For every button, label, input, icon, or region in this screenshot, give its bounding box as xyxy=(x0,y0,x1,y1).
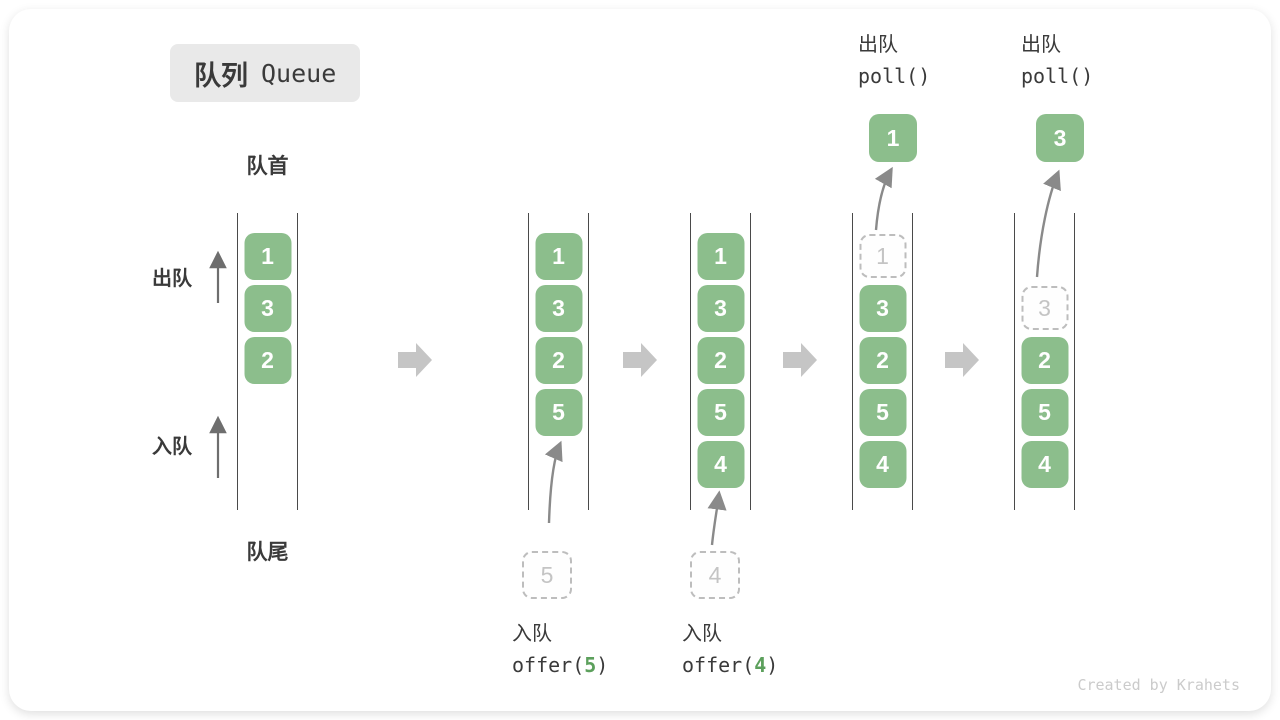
dequeue-op-code: poll() xyxy=(858,64,931,88)
dequeue-op-zh: 出队 xyxy=(858,34,898,56)
queue-cell: 3 xyxy=(859,285,906,332)
queue-state-1: 1 3 2 xyxy=(237,213,298,510)
enqueue-operation-label: 入队 offer(5) xyxy=(512,617,608,677)
queue-cell: 1 xyxy=(244,233,291,280)
queue-cell: 5 xyxy=(1021,389,1068,436)
code-close: ) xyxy=(766,653,779,677)
queue-cell-dashed: 1 xyxy=(859,234,906,278)
queue-cell: 4 xyxy=(1021,441,1068,488)
staged-value-box: 5 xyxy=(522,551,572,599)
queue-cell: 1 xyxy=(535,233,582,280)
queue-cell: 2 xyxy=(1021,337,1068,384)
queue-state-4: 1 3 2 5 4 xyxy=(852,213,913,510)
enqueue-op-code: offer(5) xyxy=(512,653,608,677)
enqueue-operation-label: 入队 offer(4) xyxy=(682,617,778,677)
code-fn: offer( xyxy=(682,653,755,677)
dequeue-operation-label: 出队 poll() xyxy=(858,28,930,88)
queue-cell: 2 xyxy=(697,337,744,384)
queue-front-label: 队首 xyxy=(246,155,289,178)
card-background xyxy=(9,9,1271,711)
queue-state-2: 1 3 2 5 xyxy=(528,213,589,510)
queue-cell: 5 xyxy=(697,389,744,436)
dequeue-side-label: 出队 xyxy=(152,268,192,290)
queue-cell-dashed: 3 xyxy=(1021,286,1068,330)
title-box: 队列 Queue xyxy=(170,44,361,102)
queue-cell: 5 xyxy=(859,389,906,436)
queue-rear-label: 队尾 xyxy=(246,541,289,564)
code-close: ) xyxy=(596,653,609,677)
queue-cell: 3 xyxy=(535,285,582,332)
enqueue-op-code: offer(4) xyxy=(682,653,778,677)
queue-cell: 4 xyxy=(697,441,744,488)
title-en-label: Queue xyxy=(261,58,337,88)
polled-value-box: 1 xyxy=(869,114,917,162)
enqueue-side-label: 入队 xyxy=(152,436,192,458)
dequeue-operation-label: 出队 poll() xyxy=(1021,28,1093,88)
queue-cell: 3 xyxy=(244,285,291,332)
queue-state-3: 1 3 2 5 4 xyxy=(690,213,751,510)
queue-cell: 5 xyxy=(535,389,582,436)
queue-cell: 1 xyxy=(697,233,744,280)
watermark: Created by Krahets xyxy=(1077,676,1240,694)
queue-cell: 3 xyxy=(697,285,744,332)
code-arg: 4 xyxy=(754,653,767,677)
queue-state-5: 3 2 5 4 xyxy=(1014,213,1075,510)
dequeue-op-code: poll() xyxy=(1021,64,1094,88)
dequeue-op-zh: 出队 xyxy=(1021,34,1061,56)
staged-value-box: 4 xyxy=(690,551,740,599)
polled-value-box: 3 xyxy=(1036,114,1084,162)
enqueue-op-zh: 入队 xyxy=(512,623,552,645)
enqueue-op-zh: 入队 xyxy=(682,623,722,645)
queue-cell: 4 xyxy=(859,441,906,488)
queue-cell: 2 xyxy=(244,337,291,384)
queue-cell: 2 xyxy=(535,337,582,384)
code-fn: offer( xyxy=(512,653,585,677)
code-arg: 5 xyxy=(584,653,597,677)
queue-cell: 2 xyxy=(859,337,906,384)
title-zh-label: 队列 xyxy=(194,60,248,91)
